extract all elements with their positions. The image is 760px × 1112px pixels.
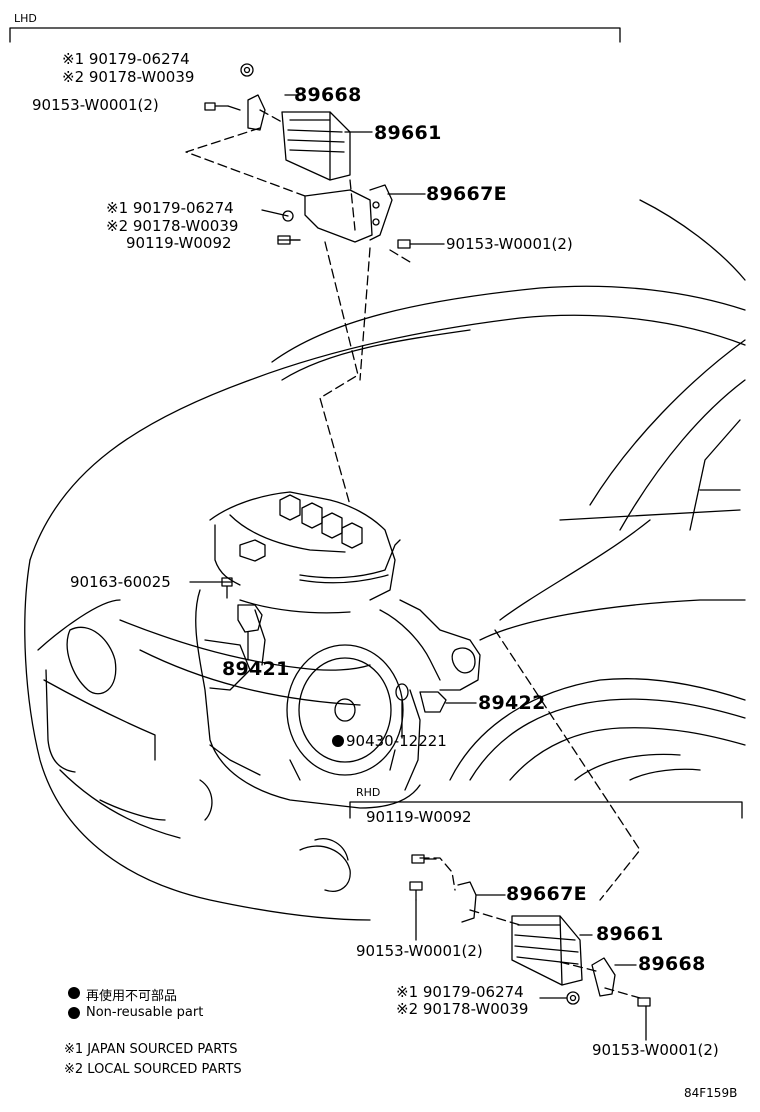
legend-local-sourced: ※2 LOCAL SOURCED PARTS — [64, 1062, 242, 1077]
lhd-bolt-right-label[interactable]: 90153-W0001(2) — [446, 235, 573, 253]
lhd-section-label: LHD — [14, 12, 37, 25]
lhd-nut2-local-label[interactable]: ※2 90178-W0039 — [106, 217, 239, 235]
figure-code: 84F159B — [684, 1086, 738, 1100]
rhd-nut-jp-label[interactable]: ※1 90179-06274 — [396, 983, 524, 1001]
legend-non-reusable-en: Non-reusable part — [86, 1005, 204, 1020]
rhd-bolt-top — [411, 854, 437, 864]
rhd-bracket-89668-label[interactable]: 89668 — [638, 953, 706, 975]
rhd-nut — [566, 991, 580, 1005]
rhd-section-label: RHD — [356, 786, 381, 799]
rhd-bolt-bottom-label[interactable]: 90153-W0001(2) — [592, 1041, 719, 1059]
lhd-bracket-89668 — [247, 94, 266, 131]
lhd-sensor-89421-label[interactable]: 89421 — [222, 658, 290, 680]
rhd-leader-lines — [415, 894, 647, 1041]
lhd-nut-local-label[interactable]: ※2 90178-W0039 — [62, 68, 195, 86]
lhd-gasket-label[interactable]: 90430-12221 — [346, 732, 447, 750]
lhd-bolt-top — [204, 102, 229, 111]
engine-illustration — [195, 491, 481, 809]
legend-bullet-en — [68, 1007, 80, 1019]
rhd-section-frame — [349, 801, 743, 819]
legend-japan-sourced: ※1 JAPAN SOURCED PARTS — [64, 1042, 238, 1057]
rhd-ecu-label[interactable]: 89661 — [596, 923, 664, 945]
rhd-bolt-top-label[interactable]: 90119-W0092 — [366, 808, 472, 826]
legend-bullet-jp — [68, 987, 80, 999]
lhd-sensor-89422-label[interactable]: 89422 — [478, 692, 546, 714]
lhd-nut2-jp-label[interactable]: ※1 90179-06274 — [106, 199, 234, 217]
lhd-bolt-sensor-label[interactable]: 90163-60025 — [70, 573, 171, 591]
lhd-nut — [240, 63, 254, 77]
rhd-bracket-89667e-label[interactable]: 89667E — [506, 883, 587, 905]
lhd-ecu-assembly — [204, 63, 447, 713]
rhd-bolt-bottom — [637, 997, 651, 1007]
lhd-leader-lines — [189, 94, 477, 739]
non-reusable-marker-gasket — [332, 735, 344, 747]
rhd-bracket-89667e — [457, 881, 477, 923]
lhd-ecu-unit — [281, 111, 351, 181]
rhd-bolt-left — [409, 881, 423, 901]
lhd-nut-jp-label[interactable]: ※1 90179-06274 — [62, 50, 190, 68]
lhd-sensor-89422 — [419, 691, 447, 713]
lhd-bracket-89668-label[interactable]: 89668 — [294, 84, 362, 106]
lhd-bolt-top-label[interactable]: 90153-W0001(2) — [32, 96, 159, 114]
rhd-bracket-89668 — [591, 957, 616, 997]
rhd-bolt-left-label[interactable]: 90153-W0001(2) — [356, 942, 483, 960]
vehicle-body-outline — [24, 199, 746, 921]
lhd-ecu-label[interactable]: 89661 — [374, 122, 442, 144]
lhd-bolt-mid-label[interactable]: 90119-W0092 — [126, 234, 232, 252]
lhd-bolt-sensor — [221, 577, 233, 599]
rhd-ecu-unit — [511, 915, 583, 986]
lhd-bracket-89667e-label[interactable]: 89667E — [426, 183, 507, 205]
lhd-dashed-lines — [185, 109, 411, 506]
lhd-sensor-89421 — [237, 604, 263, 633]
legend-non-reusable-jp: 再使用不可部品 — [86, 989, 178, 1004]
lhd-nut-mid — [282, 210, 294, 222]
lhd-section-frame — [9, 27, 621, 43]
lhd-bracket-89667e — [304, 189, 373, 243]
rhd-nut-local-label[interactable]: ※2 90178-W0039 — [396, 1000, 529, 1018]
lhd-bolt-right — [397, 239, 411, 249]
